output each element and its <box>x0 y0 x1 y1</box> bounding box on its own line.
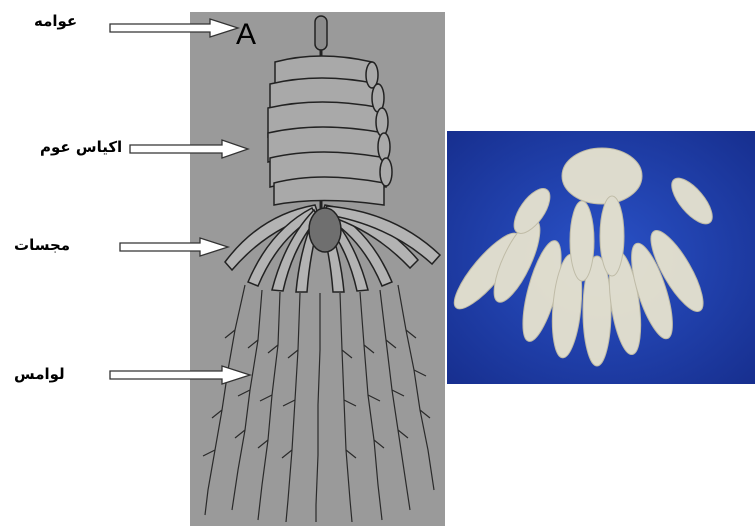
arrow-palpons <box>120 238 228 256</box>
bell-opening <box>376 108 388 136</box>
bell-opening <box>380 158 392 186</box>
arrow-float <box>110 19 238 37</box>
palpons-fan <box>225 205 440 292</box>
central-cluster <box>309 208 341 252</box>
label-swimming-bells: اكياس عوم <box>40 138 122 156</box>
label-palpons: مجسات <box>14 236 70 254</box>
arrow-swimming-bells <box>130 140 248 158</box>
label-arrows <box>110 19 250 384</box>
tentacles <box>203 285 434 522</box>
specimen-photo-drawing <box>447 131 755 384</box>
swimming-bell <box>274 177 384 205</box>
bell-opening <box>378 133 390 161</box>
panel-letter: A <box>236 18 256 52</box>
arrow-tentacles <box>110 366 250 384</box>
specimen-photo <box>447 131 755 384</box>
float-structure <box>315 16 327 50</box>
label-tentacles: لوامس <box>14 365 65 383</box>
label-float: عوامه <box>34 12 77 30</box>
swimming-bells-stack <box>268 56 392 205</box>
